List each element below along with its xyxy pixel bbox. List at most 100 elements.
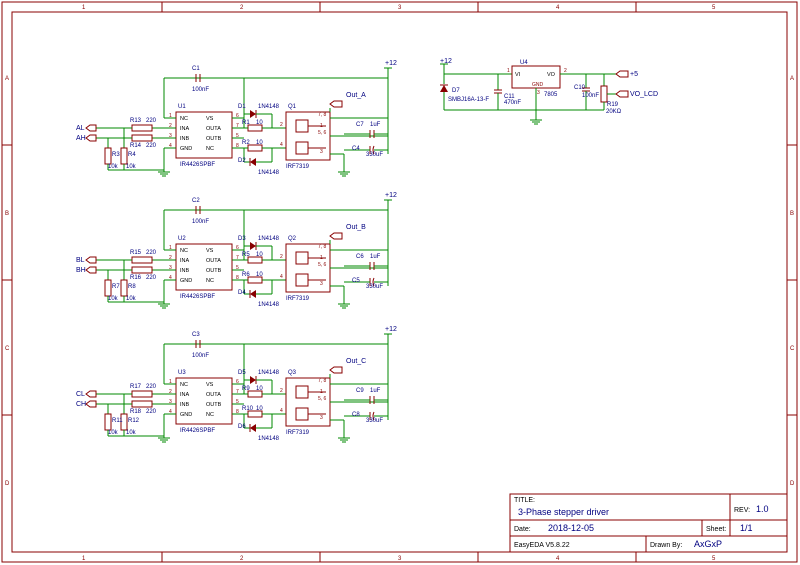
ch1-pin-outb: OUTB bbox=[206, 136, 222, 142]
col-label-1: 1 bbox=[82, 5, 86, 11]
ch1-pin-inb: INB bbox=[180, 136, 190, 142]
vo-lcd-label: VO_LCD bbox=[630, 91, 658, 98]
ch2-pinnum-n5: 5 bbox=[236, 265, 239, 271]
ch3-in-low-label: CL bbox=[76, 391, 85, 398]
row-labels: A B C D A B C D bbox=[5, 76, 795, 487]
ch3-cb-ref: C3 bbox=[192, 332, 200, 338]
ch1-rb-ref: R14 bbox=[130, 143, 142, 149]
ch3-pin-inb: INB bbox=[180, 402, 190, 408]
ch1-in-high-label: AH bbox=[76, 135, 86, 142]
ch1-rg1-value: 10 bbox=[256, 120, 263, 126]
ch3-cb-value: 100nF bbox=[192, 353, 209, 359]
ch3-pinnum-n2: 2 bbox=[169, 389, 172, 395]
ch2-pinnum-n8: 8 bbox=[236, 275, 239, 281]
ch3-out-label: Out_C bbox=[346, 358, 366, 365]
ch3-pin-outa: OUTA bbox=[206, 392, 221, 398]
svg-text:C: C bbox=[790, 346, 795, 352]
column-labels: 1 2 3 4 5 1 2 3 4 5 bbox=[82, 5, 716, 562]
ch2-pin-gnd: GND bbox=[180, 278, 192, 284]
ch3-q-value: IRF7319 bbox=[286, 430, 310, 436]
ch2-rg1-ref: R5 bbox=[242, 252, 250, 258]
vo-lcd-net-flag bbox=[615, 90, 629, 98]
c11-ref: C11 bbox=[504, 94, 515, 100]
ch2-fet-p2: 2 bbox=[280, 254, 283, 260]
drawn-by-value: AxGxP bbox=[694, 539, 722, 549]
ch2-pinnum-n2: 2 bbox=[169, 255, 172, 261]
svg-text:VO: VO bbox=[547, 72, 556, 78]
col-label-4: 4 bbox=[556, 5, 560, 11]
ch2-rg2-ref: R6 bbox=[242, 272, 250, 278]
ch1-d1-ref: D1 bbox=[238, 104, 246, 110]
ch1-q-ref: Q1 bbox=[288, 104, 297, 110]
c11-value: 470nF bbox=[504, 100, 521, 106]
ch1-pinnum-n5: 5 bbox=[236, 133, 239, 139]
svg-text:GND: GND bbox=[532, 82, 544, 88]
ch2-cb-value: 100nF bbox=[192, 219, 209, 225]
ch1-fet-p2: 2 bbox=[280, 122, 283, 128]
ch3-pinnum-n6: 6 bbox=[236, 379, 239, 385]
ch1-pinnum-n3: 3 bbox=[169, 133, 172, 139]
ch3-ic-value: IR4426SPBF bbox=[180, 428, 215, 434]
ch1-pin-outa: OUTA bbox=[206, 126, 221, 132]
rev-value: 1.0 bbox=[756, 504, 769, 514]
ch2-c1-value: 1uF bbox=[370, 254, 381, 260]
vin-label: +12 bbox=[440, 58, 452, 65]
ch3-ic-ref: U3 bbox=[178, 370, 186, 376]
ch1-rg2-ref: R2 bbox=[242, 140, 250, 146]
ch2-d2-value: 1N4148 bbox=[258, 302, 280, 308]
col-label-3: 3 bbox=[398, 5, 402, 11]
ch2-pinnum-n4: 4 bbox=[169, 275, 172, 281]
ch2-ic-value: IR4426SPBF bbox=[180, 294, 215, 300]
ch3-rg1-value: 10 bbox=[256, 386, 263, 392]
row-label-a: A bbox=[5, 76, 9, 82]
ch1-d2-value: 1N4148 bbox=[258, 170, 280, 176]
ch2-fet-p3: 3 bbox=[320, 281, 323, 287]
svg-text:2: 2 bbox=[564, 68, 567, 74]
ch2-d2-ref: D4 bbox=[238, 290, 246, 296]
ch3-rg2-value: 10 bbox=[256, 406, 263, 412]
ch3-pinnum-n3: 3 bbox=[169, 399, 172, 405]
ch1-ra-ref: R13 bbox=[130, 118, 142, 124]
ch2-ra-value: 220 bbox=[146, 250, 157, 256]
ch3-rb-value: 220 bbox=[146, 409, 157, 415]
ch2-fet-p4: 4 bbox=[280, 274, 283, 280]
ch2-rb-value: 220 bbox=[146, 275, 157, 281]
ch1-ra-value: 220 bbox=[146, 118, 157, 124]
ch2-pin-outa: OUTA bbox=[206, 258, 221, 264]
ch1-pin-ina: INA bbox=[180, 126, 190, 132]
svg-text:Drawn By:: Drawn By: bbox=[650, 542, 682, 549]
svg-text:1: 1 bbox=[82, 556, 86, 562]
ch2-c1-ref: C6 bbox=[356, 254, 364, 260]
plus5-net-flag bbox=[615, 70, 629, 78]
ch2-pinnum-n3: 3 bbox=[169, 265, 172, 271]
power-supply: +12 D7 SMBJ16A-13-F C11 470nF U4 VI VO G… bbox=[440, 58, 658, 125]
ch2-d1-ref: D3 bbox=[238, 236, 246, 242]
ch2-fet-p1: 1 bbox=[320, 255, 323, 261]
svg-text:4: 4 bbox=[556, 556, 560, 562]
ch1-cb-value: 100nF bbox=[192, 87, 209, 93]
col-label-5: 5 bbox=[712, 5, 716, 11]
ch1-fet-p1: 1 bbox=[320, 123, 323, 129]
ch1-pinnum-n1: 1 bbox=[169, 113, 172, 119]
svg-text:3: 3 bbox=[537, 90, 540, 96]
u4-ref: U4 bbox=[520, 60, 528, 66]
date-value: 2018-12-05 bbox=[548, 523, 594, 533]
svg-text:2: 2 bbox=[240, 556, 244, 562]
ch1-rg1-ref: R1 bbox=[242, 120, 250, 126]
ch3-fet-p78: 7, 8 bbox=[318, 378, 327, 384]
title-block: TITLE: 3-Phase stepper driver REV: 1.0 D… bbox=[509, 493, 788, 553]
ch1-c2-ref: C4 bbox=[352, 146, 360, 152]
svg-text:Date:: Date: bbox=[514, 526, 531, 533]
r19-value: 20KΩ bbox=[606, 109, 622, 115]
ch3-pinnum-n1: 1 bbox=[169, 379, 172, 385]
svg-text:TITLE:: TITLE: bbox=[514, 497, 535, 504]
ch1-vcc-label: +12 bbox=[385, 60, 397, 67]
ch3-rp1-value: 10k bbox=[108, 430, 119, 436]
ch1-rp1-ref: R3 bbox=[112, 152, 120, 158]
ch1-out-label: Out_A bbox=[346, 92, 366, 99]
ch1-ic-ref: U1 bbox=[178, 104, 186, 110]
